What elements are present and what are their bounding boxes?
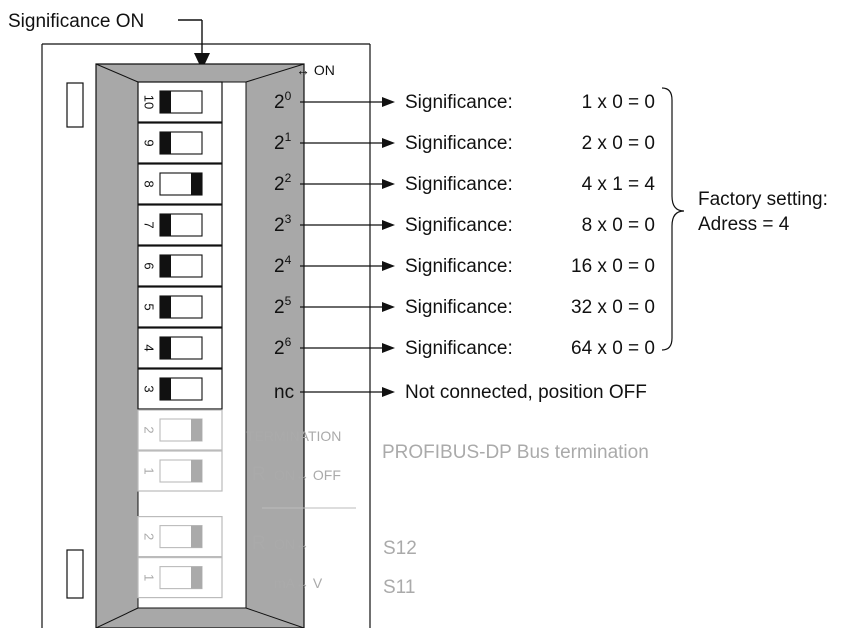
switch-knob: [191, 419, 202, 441]
significance-on-title: Significance ON: [8, 11, 144, 32]
power-exponent: 1: [285, 130, 292, 144]
power-exponent: 5: [285, 294, 292, 308]
switch-number: 5: [142, 303, 157, 310]
termination-group: TERMINATION R ON↔ OFF PROFIBUS-DP Bus te…: [246, 428, 649, 509]
dip-switch-5[interactable]: 5: [137, 286, 223, 328]
switch-knob: [191, 525, 202, 548]
switch-number: 2: [142, 426, 157, 433]
switch-number: 6: [142, 262, 157, 269]
termination-on-off-label: ON↔ OFF: [274, 467, 341, 483]
switch-number: 8: [142, 180, 157, 187]
factory-address-label: Adress = 4: [698, 214, 790, 235]
significance-value: 1 x 0 = 0: [582, 92, 655, 113]
dip-switch-10[interactable]: 10: [137, 81, 223, 123]
switch-knob: [191, 173, 202, 195]
dip-switch-9[interactable]: 9: [137, 122, 223, 164]
switch-knob: [191, 460, 202, 482]
nc-arrow-head: [382, 387, 395, 397]
lower-switch-group: R ON↔ mA↔ V S12 S11: [252, 533, 417, 598]
significance-label: Significance:: [405, 338, 513, 359]
s12-r-label: R: [252, 533, 266, 554]
title-pointer: [178, 19, 210, 70]
dip-switch-6[interactable]: 6: [137, 245, 223, 287]
factory-setting-label: Factory setting:: [698, 189, 828, 210]
s12-label: S12: [383, 538, 417, 559]
switch-knob: [160, 214, 171, 236]
device-housing: [41, 43, 371, 628]
dip-switch-termination-1[interactable]: 1: [137, 450, 223, 492]
power-exponent: 3: [285, 212, 292, 226]
dip-switch-7[interactable]: 7: [137, 204, 223, 246]
termination-r-label: R: [252, 464, 266, 485]
power-exponent: 4: [285, 253, 292, 267]
switch-number: 4: [142, 344, 157, 351]
housing-slot-top: [66, 82, 84, 128]
switch-number: 7: [142, 221, 157, 228]
switch-number: 10: [142, 95, 157, 109]
significance-value: 4 x 1 = 4: [582, 174, 656, 195]
switch-number: 9: [142, 139, 157, 146]
row-arrow-head: [382, 343, 395, 353]
nc-row: nc Not connected, position OFF: [274, 382, 647, 403]
significance-value: 64 x 0 = 0: [571, 338, 655, 359]
s11-ma-v-label: mA↔ V: [274, 575, 323, 591]
row-arrow-head: [382, 302, 395, 312]
switch-number: 3: [142, 385, 157, 392]
significance-value: 16 x 0 = 0: [571, 256, 655, 277]
switch-knob: [191, 566, 202, 589]
termination-description: PROFIBUS-DP Bus termination: [382, 442, 649, 463]
s11-label: S11: [383, 577, 415, 598]
dip-switch-lower-1[interactable]: 1: [137, 556, 223, 599]
switch-knob: [160, 378, 171, 400]
switch-knob: [160, 255, 171, 277]
significance-value: 2 x 0 = 0: [582, 133, 655, 154]
on-direction-label: ↔ ON: [296, 62, 335, 78]
dip-switch-4[interactable]: 4: [137, 327, 223, 369]
switch-knob: [160, 91, 171, 113]
housing-slot-bottom: [66, 549, 84, 599]
termination-label: TERMINATION: [246, 428, 341, 444]
switch-knob: [160, 132, 171, 154]
dip-switch-termination-2[interactable]: 2: [137, 409, 223, 451]
significance-value: 8 x 0 = 0: [582, 215, 655, 236]
significance-label: Significance:: [405, 256, 513, 277]
nc-label: nc: [274, 382, 294, 403]
switch-number: 1: [142, 574, 157, 581]
row-arrow-head: [382, 220, 395, 230]
dip-switch-3[interactable]: 3: [137, 368, 223, 410]
row-arrow-head: [382, 261, 395, 271]
row-arrow-head: [382, 138, 395, 148]
significance-label: Significance:: [405, 133, 513, 154]
nc-description: Not connected, position OFF: [405, 382, 647, 403]
power-exponent: 2: [285, 171, 292, 185]
row-arrow-head: [382, 179, 395, 189]
power-exponent: 0: [285, 89, 292, 103]
switch-knob: [160, 337, 171, 359]
switch-number: 1: [142, 467, 157, 474]
dip-switch-lower-2[interactable]: 2: [137, 515, 223, 558]
s12-on-label: ON↔: [274, 536, 309, 552]
switch-column: 10 9 8 7 6 5 4 3 2 1 2 1: [137, 81, 223, 599]
significance-label: Significance:: [405, 174, 513, 195]
row-arrow-head: [382, 97, 395, 107]
significance-label: Significance:: [405, 297, 513, 318]
switch-knob: [160, 296, 171, 318]
significance-label: Significance:: [405, 92, 513, 113]
significance-value: 32 x 0 = 0: [571, 297, 655, 318]
significance-label: Significance:: [405, 215, 513, 236]
factory-brace: Factory setting: Adress = 4: [661, 87, 828, 351]
power-exponent: 6: [285, 335, 292, 349]
dip-switch-8[interactable]: 8: [137, 163, 223, 205]
switch-number: 2: [142, 533, 157, 540]
